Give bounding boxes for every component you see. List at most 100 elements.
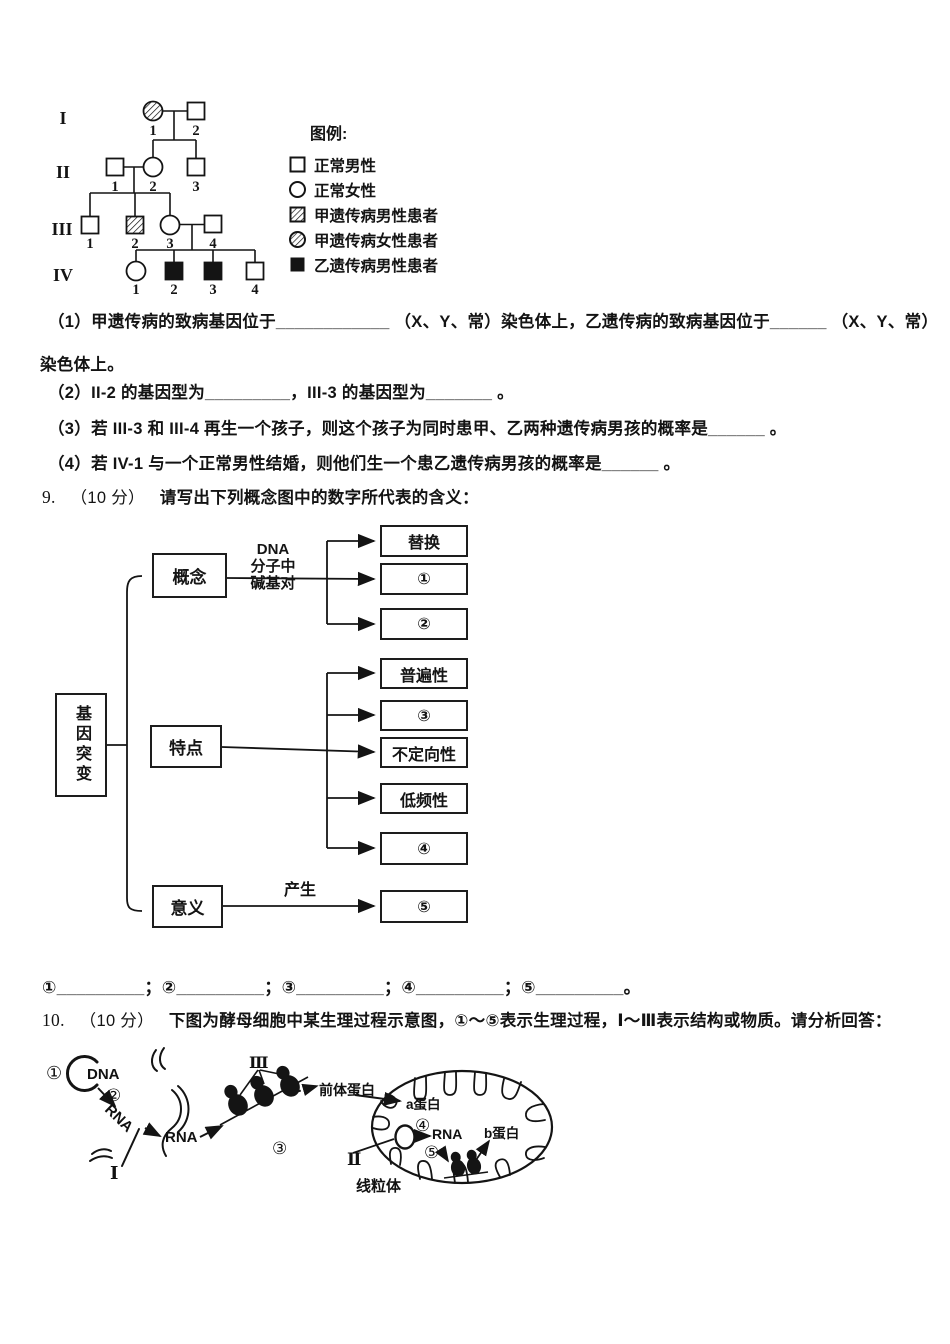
generation-label: III	[51, 219, 72, 239]
legend-item: 正常女性	[288, 177, 438, 202]
dna-label: DNA	[87, 1066, 120, 1083]
concept-map-branch-concept: 概念	[152, 553, 227, 598]
pedigree-individual-II-1	[105, 157, 125, 177]
generation-label: II	[56, 162, 70, 182]
individual-number: 3	[209, 282, 216, 298]
generation-label: I	[59, 108, 66, 128]
structure-3-label: Ⅲ	[249, 1055, 269, 1072]
legend-item: 乙遗传病男性患者	[288, 252, 438, 277]
question-9-number: 9.	[42, 487, 56, 507]
edge-concept-main	[226, 571, 376, 587]
legend-item: 甲遗传病女性患者	[288, 227, 438, 252]
pedigree-legend: 图例: 正常男性 正常女性 甲遗传病男性患者 甲遗传病女性患者 乙遗传病男性患者	[288, 120, 438, 277]
concept-edge-line: 碱基对	[250, 575, 296, 592]
step-3-label: ③	[272, 1139, 288, 1158]
pedigree-individual-IV-3	[203, 261, 223, 281]
pedigree-individual-III-2	[125, 215, 145, 235]
concept-edge-line: 分子中	[250, 558, 296, 575]
question-9-header: 9. （10 分） 请写出下列概念图中的数字所代表的含义：	[42, 484, 479, 508]
rna-label: RNA	[165, 1129, 198, 1146]
generation-label: IV	[53, 265, 73, 285]
pedigree-individual-I-2	[186, 101, 206, 121]
structure-1-label: Ⅰ	[110, 1163, 119, 1183]
protein-b-pointer	[475, 1139, 491, 1161]
individual-number: 1	[111, 179, 118, 195]
individual-number: 1	[149, 123, 156, 139]
mitochondria-label: 线粒体	[356, 1178, 402, 1195]
legend-title: 图例:	[310, 126, 348, 143]
legend-item-label: 正常男性	[314, 157, 377, 175]
pedigree-individual-IV-4	[245, 261, 265, 281]
individual-number: 3	[192, 179, 199, 195]
question-9-prompt: 请写出下列概念图中的数字所代表的含义：	[159, 489, 479, 507]
edge-feature-main	[221, 744, 376, 759]
step-4-label: ④	[415, 1116, 431, 1135]
concept-edge-line: DNA	[256, 541, 290, 558]
mito-mrna-line	[443, 1171, 489, 1179]
precursor-arrow	[295, 1083, 319, 1097]
rna-arrow	[142, 1122, 162, 1137]
protein-a-label: a蛋白	[406, 1097, 441, 1112]
legend-item: 正常男性	[288, 152, 438, 177]
individual-number: 2	[192, 123, 199, 139]
structure-2-label: Ⅱ	[347, 1150, 362, 1169]
question-10-prompt: 下图为酵母细胞中某生理过程示意图，①～⑤表示生理过程，Ⅰ～Ⅲ表示结构或物质。请分…	[168, 1012, 892, 1030]
pedigree-individual-IV-2	[164, 261, 184, 281]
rna-strands	[89, 1047, 190, 1167]
question-8-part-2: （2）II-2 的基因型为_________，III-3 的基因型为______…	[48, 384, 514, 402]
pedigree-individual-I-1	[142, 100, 164, 122]
step-1-label: ①	[46, 1063, 63, 1083]
pedigree-lines	[89, 110, 256, 263]
mito-translation-arrow	[434, 1145, 449, 1163]
pedigree-individual-III-4	[203, 214, 223, 234]
concept-target-2: ②	[380, 608, 468, 640]
concept-target-substitution: 替换	[380, 525, 468, 557]
legend-item-label: 正常女性	[314, 182, 377, 200]
legend-item-label: 甲遗传病男性患者	[314, 207, 439, 225]
mito-dna	[394, 1124, 416, 1150]
structure-2-pointer	[352, 1138, 395, 1154]
concept-map-root-box: 基因突变	[55, 693, 107, 797]
square-filled-icon	[290, 257, 305, 272]
yeast-process-diagram	[65, 1047, 554, 1185]
question-8-part-1-cont: 染色体上。	[40, 356, 124, 374]
individual-number: 2	[149, 179, 156, 195]
individual-number: 2	[131, 236, 138, 252]
legend-item: 甲遗传病男性患者	[288, 202, 438, 227]
individual-number: 4	[251, 282, 258, 298]
question-10-score: （10 分）	[79, 1012, 154, 1030]
feature-target-lowfrequency: 低频性	[380, 783, 468, 814]
question-10-number: 10.	[42, 1010, 65, 1030]
circle-outline-icon	[289, 181, 306, 198]
transcription-arrow	[97, 1087, 117, 1108]
question-9-answer-blanks: ①_________；②_________；③_________；④______…	[42, 978, 641, 997]
step-5-label: ⑤	[424, 1143, 440, 1162]
pedigree-individual-IV-1	[125, 260, 147, 282]
pedigree-individual-III-1	[80, 215, 100, 235]
concept-map-connectors	[107, 533, 376, 914]
question-8-part-3: （3）若 III-3 和 III-4 再生一个孩子，则这个孩子为同时患甲、乙两种…	[48, 420, 787, 438]
step-2-label: ②	[106, 1086, 122, 1105]
precursor-protein-label: 前体蛋白	[319, 1082, 375, 1098]
square-outline-icon	[289, 156, 306, 173]
individual-number: 2	[170, 282, 177, 298]
mito-ribosomes	[450, 1149, 482, 1177]
concept-map-branch-meaning: 意义	[152, 885, 223, 928]
pedigree-individual-II-3	[186, 157, 206, 177]
pedigree-individual-II-2	[142, 156, 164, 178]
individual-number: 3	[166, 236, 173, 252]
question-9-score: （10 分）	[70, 489, 145, 507]
legend-item-label: 乙遗传病男性患者	[314, 257, 439, 275]
feature-target-nondirectional: 不定向性	[380, 737, 468, 768]
question-8-part-1: （1）甲遗传病的致病基因位于____________ （X、Y、常）染色体上，乙…	[48, 313, 939, 331]
root-brace	[126, 575, 143, 912]
individual-number: 1	[86, 236, 93, 252]
question-8-part-4: （4）若 IV-1 与一个正常男性结婚，则他们生一个患乙遗传病男孩的概率是___…	[48, 455, 681, 473]
meaning-edge-label: 产生	[284, 882, 317, 899]
feature-target-3: ③	[380, 700, 468, 731]
mito-rna-label: RNA	[432, 1126, 463, 1142]
to-ribosome-arrow	[199, 1125, 224, 1140]
mitochondrion-outline	[370, 1069, 554, 1185]
individual-number: 4	[209, 236, 216, 252]
